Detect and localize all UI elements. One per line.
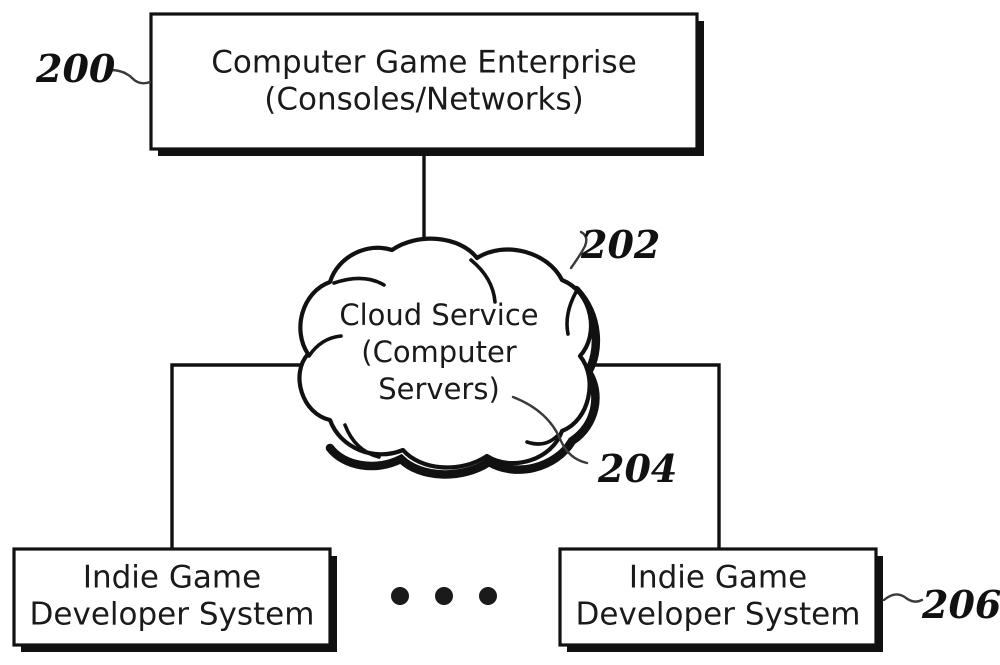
cloud-label-line1: Cloud Service <box>339 298 538 332</box>
enterprise-node[interactable]: Computer Game Enterprise (Consoles/Netwo… <box>149 12 704 156</box>
developer-right-node[interactable]: Indie Game Developer System <box>558 547 883 652</box>
connector-cloud-to-right-developer <box>588 363 721 550</box>
enterprise-label-line2: (Consoles/Networks) <box>264 82 583 118</box>
developer-right-box[interactable] <box>558 547 878 647</box>
cloud-seam-top-left <box>332 276 386 287</box>
developer-right-label-line1: Indie Game <box>629 560 807 596</box>
cloud-seam-bottom-right <box>525 434 559 446</box>
cloud-seam-group <box>307 258 578 459</box>
cloud-seam-right <box>565 290 578 336</box>
connector-group <box>170 150 721 550</box>
ref-202-leader-line <box>569 230 588 270</box>
developer-left-label-line2: Developer System <box>30 597 315 633</box>
ref-206-numeral: 206 <box>921 582 1000 627</box>
cloud-node[interactable]: Cloud Service (Computer Servers) <box>297 236 601 479</box>
ellipsis-dot-3 <box>479 587 497 605</box>
ellipsis-dots <box>391 587 497 605</box>
ellipsis-dot-1 <box>391 587 409 605</box>
cloud-label-line2: (Computer <box>361 335 517 369</box>
enterprise-box[interactable] <box>149 12 699 151</box>
cloud-shadow-edge <box>325 285 601 479</box>
developer-right-label-line2: Developer System <box>576 597 861 633</box>
ref-204-leader-line <box>511 395 589 465</box>
enterprise-label-line1: Computer Game Enterprise <box>211 45 637 81</box>
ellipsis-dot-2 <box>435 587 453 605</box>
ref-200-leader-line <box>108 68 152 85</box>
ref-202-numeral: 202 <box>580 222 660 267</box>
ref-206-group: 206 <box>882 582 1000 627</box>
cloud-label-line3: Servers) <box>378 372 500 406</box>
ref-204-numeral: 204 <box>597 446 677 491</box>
ref-200-numeral: 200 <box>35 46 116 91</box>
cloud-seam-top-right <box>469 258 497 304</box>
ref-200-group: 200 <box>35 46 152 91</box>
ref-204-group: 204 <box>511 395 677 491</box>
developer-left-box[interactable] <box>12 547 332 647</box>
developer-left-node[interactable]: Indie Game Developer System <box>12 547 337 652</box>
cloud-seam-left <box>307 334 343 358</box>
cloud-shape[interactable] <box>297 236 594 470</box>
ref-206-leader-line <box>882 593 924 603</box>
ref-202-group: 202 <box>569 222 660 270</box>
connector-cloud-to-left-developer <box>170 363 307 550</box>
cloud-seam-bottom-left <box>343 423 381 459</box>
developer-left-label-line1: Indie Game <box>83 560 261 596</box>
